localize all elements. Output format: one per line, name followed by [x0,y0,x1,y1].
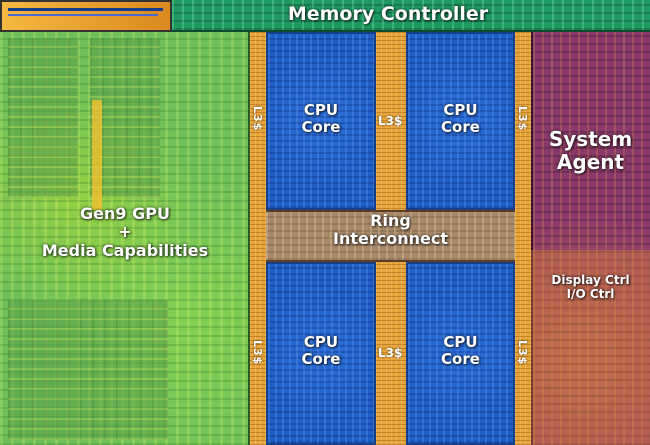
display-io-block [531,250,650,445]
l3-cache-column-left [250,32,266,445]
cpu-core-bottom-left [266,262,376,445]
system-agent-label: System Agent [548,127,633,174]
l3-cache-label: L3$ [251,340,264,366]
l3-cache-label: L3$ [516,106,529,132]
ring-interconnect-label: Ring Interconnect [333,211,448,249]
cpu-core-label: CPU Core [301,101,341,137]
ring-interconnect-region [266,210,515,262]
l3-cache-label: L3$ [251,106,264,132]
gpu-execution-units-mid [90,38,160,198]
cpu-core-label: CPU Core [301,333,341,369]
gpu-label: Gen9 GPU + Media Capabilities [41,204,209,260]
cpu-core-top-left [266,32,376,210]
system-agent-region [531,32,650,445]
cpu-core-top-right [406,32,515,210]
gpu-spine [92,100,102,210]
display-io-label: Display Ctrl I/O Ctrl [551,273,630,301]
l3-cache-column-right [515,32,531,445]
memory-controller-label: Memory Controller [287,3,489,25]
gpu-execution-units-left [8,38,78,198]
cpu-core-label: CPU Core [441,101,480,137]
memory-controller-region [172,0,650,32]
gpu-execution-units-bottom [8,300,168,440]
top-left-io-block [0,0,172,32]
l3-cache-label: L3$ [516,340,529,366]
l3-cache-label: L3$ [378,346,403,360]
cpu-core-label: CPU Core [441,333,480,369]
cpu-core-bottom-right [406,262,515,445]
l3-cache-label: L3$ [378,114,403,128]
